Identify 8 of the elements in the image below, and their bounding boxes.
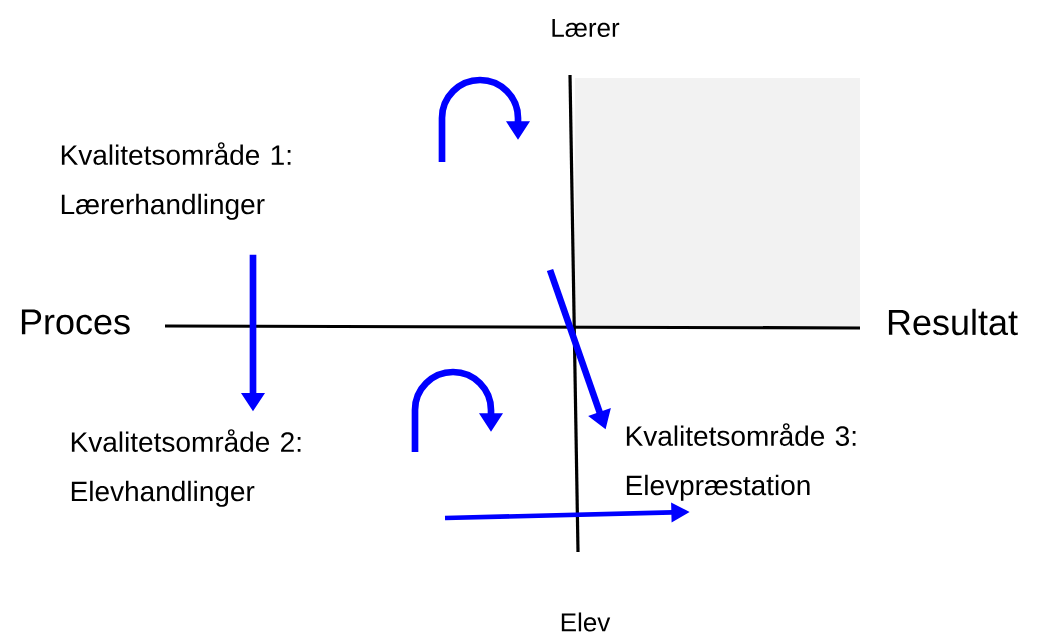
axis-label: Lærer xyxy=(552,18,620,38)
text-label: Kvalitetsområde 3: Elevpræstation xyxy=(626,423,856,501)
text-label: Kvalitetsområde 1: Lærerhandlinger xyxy=(61,142,291,220)
shaded-box xyxy=(575,78,860,327)
axis-label: Resultat xyxy=(888,308,1018,336)
text-label: Kvalitetsområde 2: Elevhandlinger xyxy=(71,429,301,507)
axis-label: Elev xyxy=(561,612,611,632)
axis-label: Proces xyxy=(21,309,130,335)
